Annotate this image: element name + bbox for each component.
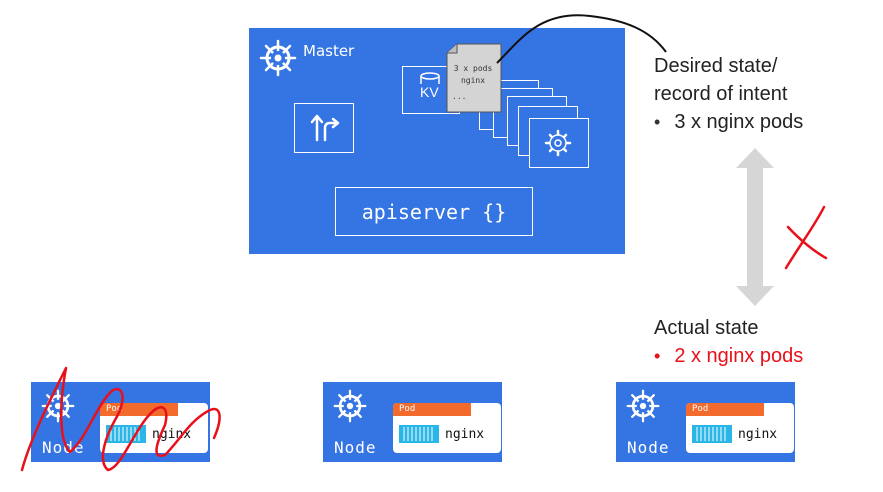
pod-label: nginx bbox=[152, 426, 192, 442]
state-compare-arrow bbox=[736, 148, 774, 306]
apiserver-box: apiserver {} bbox=[335, 187, 533, 236]
mismatch-x-mark bbox=[784, 205, 828, 270]
router-arrows-icon bbox=[310, 114, 340, 142]
doc-line-1: 3 x pods bbox=[453, 64, 493, 73]
pod-label: nginx bbox=[738, 426, 778, 442]
actual-state-title: Actual state bbox=[654, 317, 759, 339]
desired-state-block: Desired state/ record of intent • 3 x ng… bbox=[654, 52, 803, 136]
actual-bullet-text: 2 x nginx pods bbox=[674, 345, 804, 367]
desired-state-title-2: record of intent bbox=[654, 83, 788, 105]
master-label: Master bbox=[303, 42, 355, 60]
kubernetes-helm-icon bbox=[40, 388, 76, 424]
kubernetes-helm-icon bbox=[332, 388, 368, 424]
pod-tag: Pod bbox=[393, 403, 471, 416]
pod-content: nginx bbox=[399, 425, 501, 443]
desired-bullet-text: 3 x nginx pods bbox=[674, 111, 804, 133]
container-icon bbox=[106, 425, 146, 443]
pod-tag: Pod bbox=[686, 403, 764, 416]
pod-label: nginx bbox=[445, 426, 485, 442]
kv-label: KV bbox=[420, 84, 439, 100]
apiserver-label: apiserver {} bbox=[361, 199, 507, 224]
bullet-dot: • bbox=[654, 346, 661, 366]
doc-line-2: nginx bbox=[460, 76, 486, 85]
pod-card: Pod nginx bbox=[393, 403, 501, 453]
intent-connector-line bbox=[496, 14, 667, 64]
document-text: 3 x pods nginx bbox=[448, 63, 498, 87]
controller-box bbox=[294, 103, 354, 153]
actual-state-block: Actual state • 2 x nginx pods bbox=[654, 314, 803, 370]
kubernetes-helm-icon bbox=[258, 38, 298, 78]
kubernetes-helm-icon bbox=[625, 388, 661, 424]
container-icon bbox=[399, 425, 439, 443]
node-label: Node bbox=[334, 438, 377, 457]
node-label: Node bbox=[42, 438, 85, 457]
desired-state-title-1: Desired state/ bbox=[654, 55, 778, 77]
pod-card: Pod nginx bbox=[100, 403, 208, 453]
scheduler-box bbox=[529, 118, 589, 168]
desired-state-bullet: • 3 x nginx pods bbox=[654, 108, 803, 136]
pod-content: nginx bbox=[692, 425, 794, 443]
pod-tag: Pod bbox=[100, 403, 178, 416]
gear-icon bbox=[544, 129, 572, 157]
container-icon bbox=[692, 425, 732, 443]
pod-card: Pod nginx bbox=[686, 403, 794, 453]
doc-ellipsis: ... bbox=[452, 92, 467, 101]
actual-state-bullet: • 2 x nginx pods bbox=[654, 342, 803, 370]
document-icon bbox=[446, 43, 502, 113]
pod-content: nginx bbox=[106, 425, 208, 443]
database-icon bbox=[420, 72, 440, 84]
bullet-dot: • bbox=[654, 112, 661, 132]
node-label: Node bbox=[627, 438, 670, 457]
